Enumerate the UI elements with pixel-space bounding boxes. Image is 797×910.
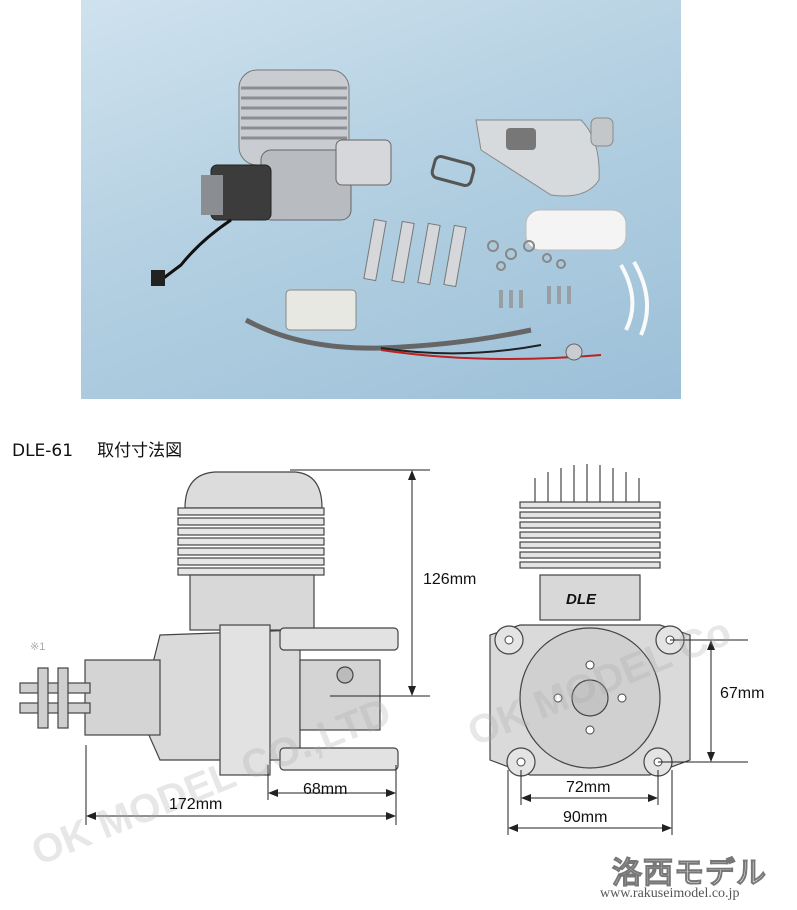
dimension-length: 172mm [169,796,223,813]
dimension-mount-depth: 68mm [303,781,348,798]
front-cylinder-base [539,574,641,621]
engine-illustration [151,69,392,286]
side-cooling-fins [177,507,325,576]
side-prop-hub [84,659,161,736]
dimension-drawing [0,460,797,910]
side-upper-mount [279,627,399,651]
company-url: www.rakuseimodel.co.jp [600,886,740,901]
ignition-module-illustration [285,289,357,331]
drawing-subtitle: 取付寸法図 [97,441,183,461]
dimension-bolt-horizontal: 72mm [566,779,611,796]
engine-brand-label: DLE [566,591,596,608]
muffler-illustration [475,117,614,197]
foam-illustration [525,209,627,251]
side-cylinder-head [184,471,323,509]
side-lower-mount [279,747,399,771]
model-name: DLE-61 [12,441,74,461]
front-fins [519,501,661,569]
front-cooling-spikes [534,464,640,502]
dimension-bolt-vertical: 67mm [720,685,765,702]
company-logo: 洛西モデル [612,856,767,892]
standoffs-illustration [363,218,467,288]
dimension-height: 126mm [423,571,477,588]
drawing-heading: DLE-61 取付寸法図 [12,436,182,461]
side-mark: ※1 [30,641,46,653]
product-photo [81,0,681,399]
dimension-width: 90mm [563,809,608,826]
